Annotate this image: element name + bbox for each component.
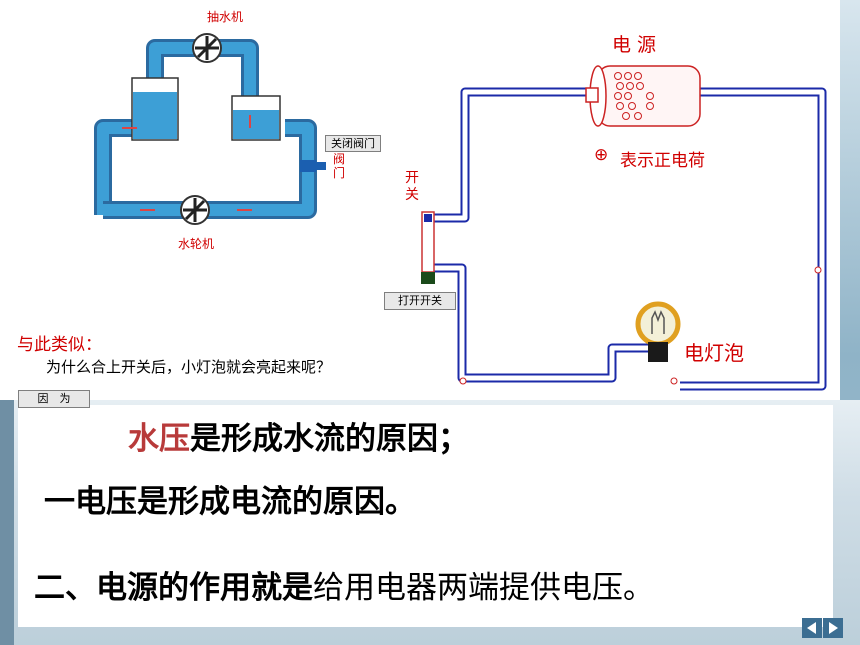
switch-label: 开关	[405, 170, 419, 203]
question-text: 为什么合上开关后，小灯泡就会亮起来呢？	[46, 358, 332, 376]
electric-circuit	[421, 65, 827, 391]
statement-water-pressure: 水压是形成水流的原因；	[128, 413, 469, 458]
arrow-left-icon	[807, 622, 816, 634]
statement-voltage: 一电压是形成电流的原因。	[44, 484, 416, 520]
diagram-canvas	[94, 33, 827, 391]
battery-icon	[585, 65, 701, 127]
power-source-bold: 二、电源的作用就是	[34, 570, 313, 606]
power-source-label: 电 源	[612, 34, 657, 56]
turbine-icon	[180, 195, 210, 225]
text-panel	[18, 405, 833, 627]
bulb-icon	[635, 301, 681, 362]
water-pressure-highlight: 水压	[128, 421, 190, 457]
statement-power-source: 二、电源的作用就是给用电器两端提供电压。	[34, 562, 654, 607]
water-pressure-rest: 是形成水流的原因；	[190, 421, 469, 457]
because-button[interactable]: 因 为	[18, 390, 90, 408]
charge-legend-symbol: ⊕	[594, 145, 609, 165]
valve-label: 阀门	[333, 152, 346, 180]
power-source-rest: 给用电器两端提供电压。	[313, 570, 654, 606]
switch-icon[interactable]	[421, 211, 435, 284]
pump-label: 抽水机	[207, 10, 244, 24]
arrow-right-icon	[829, 622, 838, 634]
turbine-label: 水轮机	[178, 237, 215, 251]
prev-slide-button[interactable]	[802, 618, 822, 638]
valve-icon	[300, 160, 326, 172]
charge-legend-text: 表示正电荷	[620, 151, 705, 171]
water-circuit	[94, 33, 326, 225]
close-valve-button[interactable]: 关闭阀门	[325, 135, 381, 152]
question-heading: 与此类似：	[17, 335, 102, 355]
bulb-label: 电灯泡	[684, 341, 744, 365]
left-band-decoration	[0, 400, 14, 645]
next-slide-button[interactable]	[823, 618, 843, 638]
pump-icon	[192, 33, 222, 63]
wire-charges	[459, 266, 822, 385]
open-switch-button[interactable]: 打开开关	[384, 292, 456, 310]
